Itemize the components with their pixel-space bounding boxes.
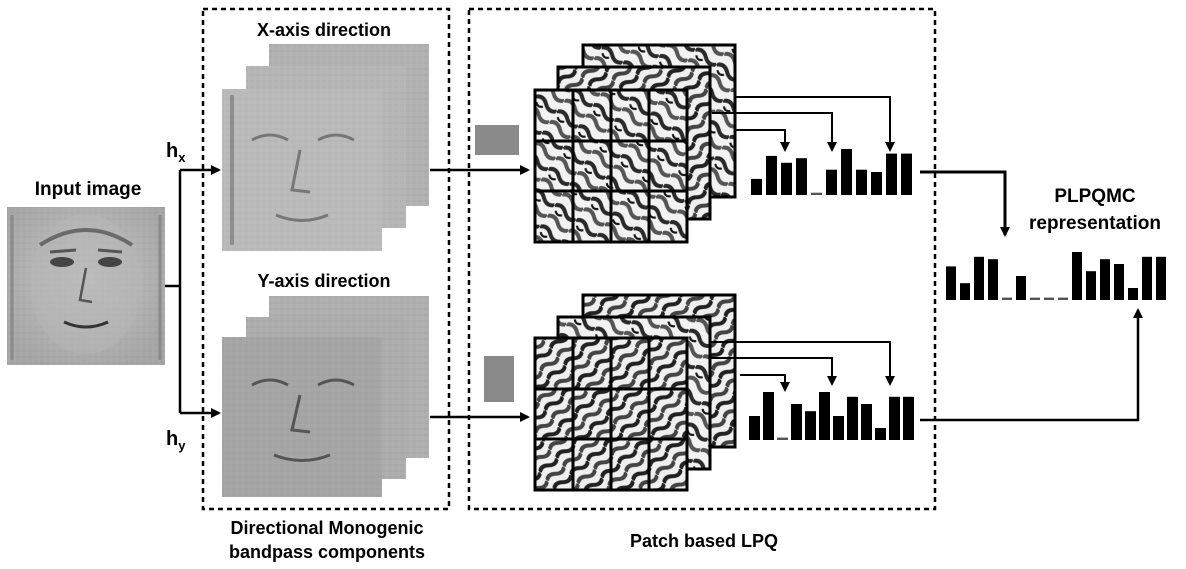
gray-patch-bottom [484,356,514,402]
combined-histogram-bar-1 [946,266,956,300]
bottom-histogram [749,392,914,440]
top-histogram-bar-11 [901,153,912,195]
arrow-top-hist-to-output [920,170,1010,237]
combined-histogram-bar-4 [988,259,998,300]
lpq-box [467,7,937,511]
combined-histogram [946,252,1166,300]
top-histogram-bar-8 [856,169,867,195]
hx-label: hx [166,140,186,165]
bottom-histogram-bar-4 [791,404,802,440]
combined-histogram-bar-14 [1128,288,1138,300]
top-histogram-bar-5 [811,192,822,195]
bottom-histogram-bar-12 [903,396,914,440]
monogenic-caption-line2: bandpass components [229,542,425,562]
combined-histogram-bar-8 [1044,297,1054,300]
monogenic-caption-line1: Directional Monogenic [230,518,423,538]
top-patch-arrows [712,96,895,152]
bottom-histogram-bar-2 [763,392,774,440]
bottom-histogram-bar-8 [847,396,858,440]
bottom-histogram-bar-7 [833,416,844,440]
combined-histogram-bar-6 [1016,276,1026,300]
arrow-bottom-hist-to-output [920,308,1143,422]
combined-histogram-bar-10 [1072,252,1082,300]
top-histogram-bar-10 [886,153,897,195]
top-histogram [751,149,912,195]
output-label-line1: PLPQMC [1054,186,1136,207]
bottom-histogram-bar-1 [749,416,760,440]
gray-patch-top [475,125,519,155]
top-histogram-bar-7 [841,149,852,195]
output-label-line2: representation [1029,213,1161,234]
input-image-label: Input image [35,179,142,200]
combined-histogram-bar-15 [1142,256,1152,300]
x-axis-direction-label: X-axis direction [257,20,391,40]
hx-subscript: x [178,150,186,165]
combined-histogram-bar-13 [1114,264,1124,300]
bottom-histogram-bar-3 [777,437,788,440]
patch-lpq-caption: Patch based LPQ [630,531,778,551]
top-lpq-texture-stack [533,43,737,244]
top-histogram-bar-2 [766,155,777,195]
combined-histogram-bar-12 [1100,259,1110,300]
bottom-patch-arrows [710,341,895,392]
bottom-histogram-bar-11 [889,396,900,440]
combined-histogram-bar-9 [1058,297,1068,300]
top-histogram-bar-1 [751,178,762,195]
combined-histogram-bar-16 [1156,256,1166,300]
combined-histogram-bar-7 [1030,297,1040,300]
hy-subscript: y [178,438,186,453]
top-histogram-bar-4 [796,158,807,195]
combined-histogram-bar-2 [960,283,970,300]
input-face-image [7,207,165,365]
top-histogram-bar-9 [871,172,882,195]
bottom-histogram-bar-6 [819,392,830,440]
bottom-lpq-texture-stack [533,293,737,492]
bottom-histogram-bar-5 [805,411,816,440]
monogenic-box [201,7,451,511]
top-histogram-bar-3 [781,162,792,195]
bottom-histogram-bar-9 [861,404,872,440]
hy-label: hy [166,428,186,453]
combined-histogram-bar-3 [974,256,984,300]
y-axis-direction-label: Y-axis direction [257,271,390,291]
top-histogram-bar-6 [826,169,837,195]
input-branch-lines [165,165,221,418]
bottom-histogram-bar-10 [875,428,886,440]
combined-histogram-bar-5 [1002,297,1012,300]
combined-histogram-bar-11 [1086,271,1096,300]
x-axis-face-stack [222,44,429,251]
y-axis-face-stack [222,296,429,497]
